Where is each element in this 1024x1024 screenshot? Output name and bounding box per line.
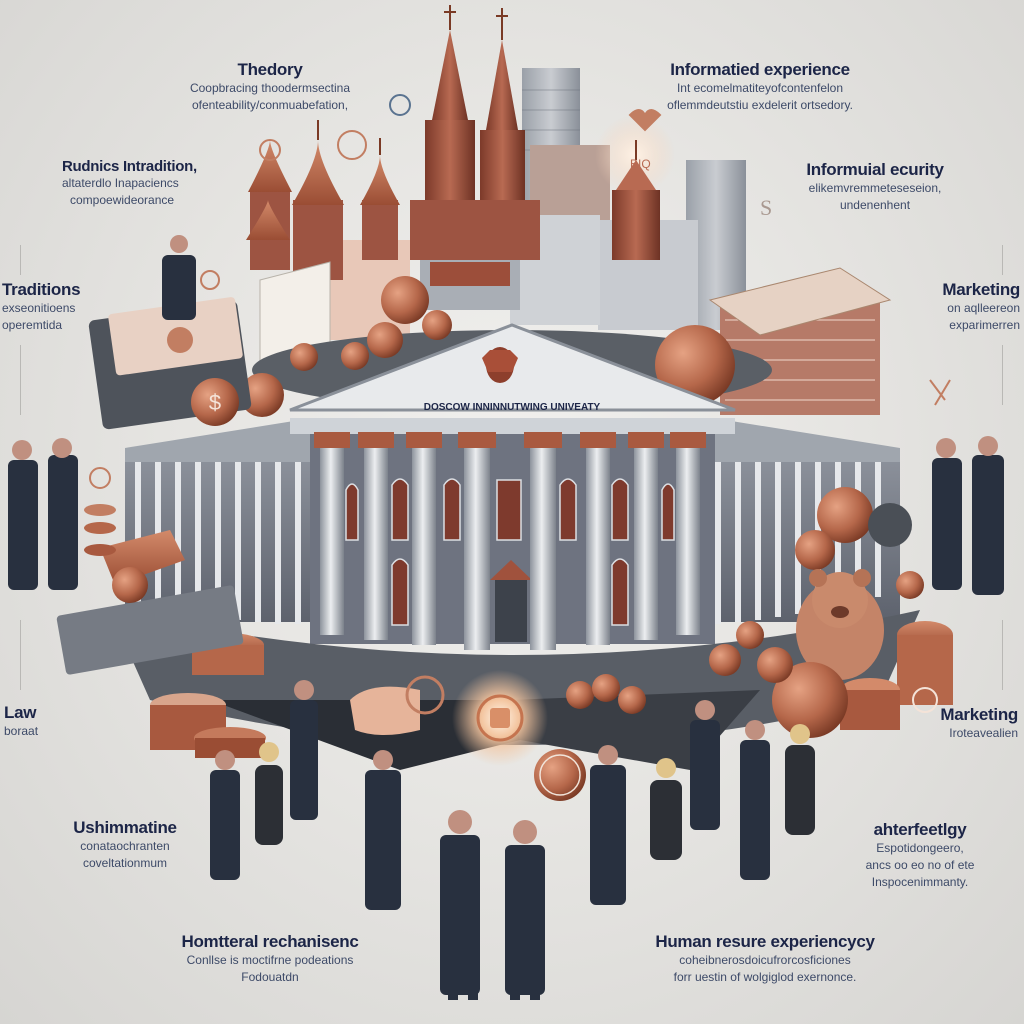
label-informatied-experience: Informatied experience Int ecomelmatitey… (620, 60, 900, 114)
label-desc-line: ancs oo eo no of ete (865, 858, 975, 872)
arched-windows (345, 478, 675, 626)
label-title: Homtteral rechanisenc (181, 932, 359, 951)
divider-line (1002, 620, 1003, 690)
label-title: Informatied experience (670, 60, 850, 79)
label-marketing-upper: Marketing on aqlleereon exparimerren (900, 280, 1020, 334)
copper-bears-and-coins-right (709, 487, 953, 738)
label-title: Ushimmatine (73, 818, 177, 837)
label-desc-line: forr uestin of wolgiglod exernonce. (673, 970, 857, 984)
svg-text:$: $ (209, 390, 221, 415)
columns (320, 445, 700, 650)
divider-line (20, 245, 21, 275)
label-title: Human resure experiencycy (655, 932, 875, 951)
label-traditions: Traditions exseonitioens operemtida (2, 280, 112, 334)
label-desc-line: ofenteability/conmuabefation, (191, 98, 349, 112)
label-title: Marketing (942, 280, 1020, 299)
label-desc-line: Int ecomelmatiteyofcontenfelon (676, 81, 844, 95)
building-sign: DOSCOW INNINNUTWING UNIVEATY (424, 402, 601, 413)
label-homtteral-rechanisenc: Homtteral rechanisenc Conllse is moctifr… (140, 932, 400, 986)
label-title: Marketing (940, 705, 1018, 724)
main-door (495, 580, 527, 642)
label-desc-line: elikemvremmeteseseion, (808, 181, 942, 195)
label-title: Rudnics Intradition, (62, 158, 197, 175)
handshake-hands (350, 686, 420, 735)
label-desc-line: oflemmdeutstiu exdelerit ortsedory. (667, 98, 853, 112)
label-ahterfeetlgy: ahterfeetlgy Espotidongeero, ancs oo eo … (830, 820, 1010, 891)
label-desc-line: altaterdlo Inapaciencs (62, 176, 179, 190)
label-ushimmatine: Ushimmatine conataochranten coveltationm… (30, 818, 220, 872)
svg-text:BIQ: BIQ (630, 157, 651, 171)
divider-line (20, 345, 21, 415)
floating-icons: BIQ S (200, 94, 951, 406)
label-title: Informuial ecurity (806, 160, 944, 179)
label-desc-line: coheibnerosdoicufrorcosficiones (679, 953, 851, 967)
red-towers (410, 5, 660, 260)
label-desc-line: Inspocenimmanty. (871, 875, 969, 889)
label-desc-line: operemtida (2, 318, 63, 332)
label-desc-line: on aqlleereon (947, 301, 1020, 315)
svg-text:S: S (760, 195, 772, 220)
label-desc-line: Espotidongeero, (876, 841, 964, 855)
label-informuial-ecurity: Informuial ecurity elikemvremmeteseseion… (770, 160, 980, 214)
label-desc-line: Fodouatdn (241, 970, 299, 984)
label-desc-line: conataochranten (80, 839, 170, 853)
onion-domes (246, 120, 400, 280)
label-law: Law boraat (4, 703, 94, 740)
label-title: Law (4, 703, 37, 722)
business-people (8, 235, 1004, 1000)
label-title: Thedory (237, 60, 303, 79)
column-capitals (314, 432, 706, 448)
label-desc-line: Iroteavealien (949, 726, 1018, 740)
label-marketing-lower: Marketing Iroteavealien (900, 705, 1018, 742)
label-desc-line: Conllse is moctifrne podeations (186, 953, 354, 967)
label-desc-line: exparimerren (949, 318, 1020, 332)
label-desc-line: coveltationmum (82, 856, 168, 870)
divider-line (20, 620, 21, 690)
label-desc-line: undenenhent (839, 198, 911, 212)
label-desc-line: boraat (4, 724, 39, 738)
coat-of-arms-icon (482, 347, 518, 383)
money-stack-left: $ (88, 297, 252, 430)
divider-line (1002, 245, 1003, 275)
label-human-resure-experiency: Human resure experiencycy coheibnerosdoi… (625, 932, 905, 986)
label-desc-line: compoewideorance (70, 193, 175, 207)
label-desc-line: Coopbracing thoodermsectina (189, 81, 351, 95)
divider-line (1002, 345, 1003, 405)
copper-spheres (240, 276, 735, 417)
label-title: Traditions (2, 280, 81, 299)
label-title: ahterfeetlgy (873, 820, 967, 839)
label-theory: Thedory Coopbracing thoodermsectina ofen… (150, 60, 390, 114)
label-desc-line: exseonitioens (2, 301, 76, 315)
label-rudnics-intradition: Rudnics Intradition, altaterdlo Inapacie… (62, 158, 262, 209)
coin-stacks-left (56, 467, 266, 758)
